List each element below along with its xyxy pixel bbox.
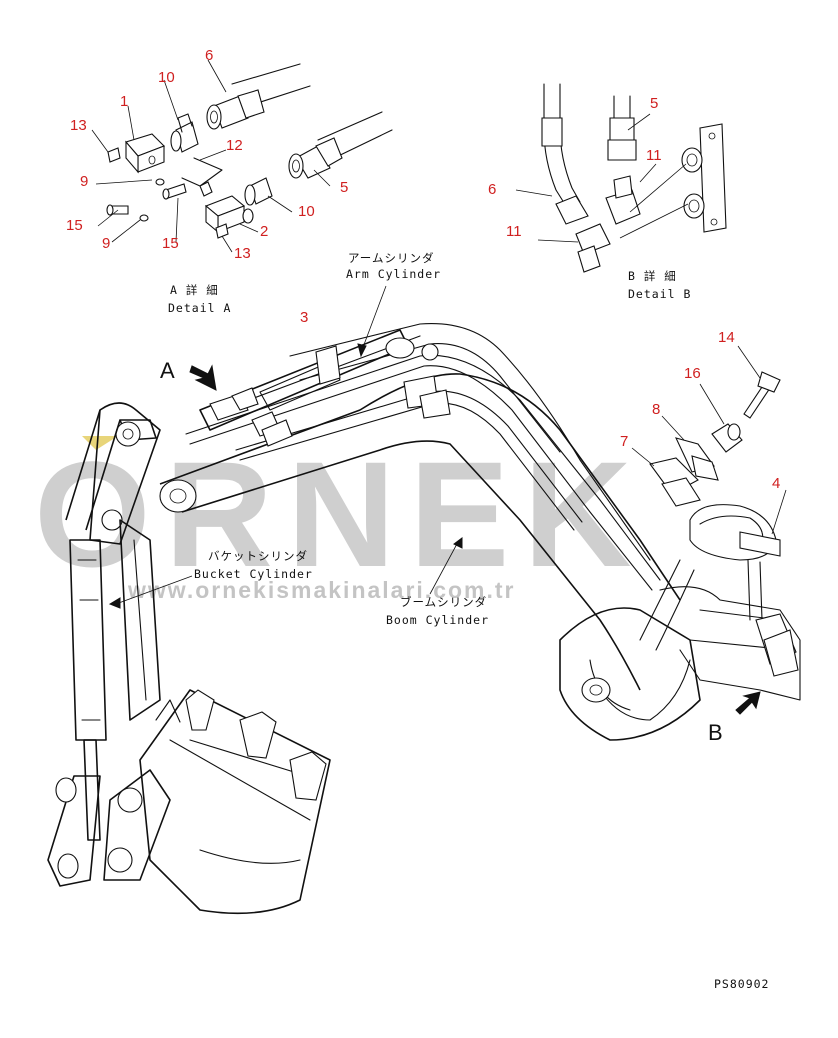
watermark-brand: ORNEK: [34, 430, 646, 598]
detail-a-plug-13-top: [107, 147, 121, 163]
callout-a-5: 5: [340, 179, 348, 196]
arm-cylinder-label-jp: アームシリンダ: [348, 251, 434, 265]
detail-a-label-jp: A 詳 細: [170, 283, 219, 297]
boom-cylinder-leader: [429, 541, 459, 595]
boom-cylinder-label-en: Boom Cylinder: [386, 613, 489, 627]
detail-b-parts: [515, 83, 727, 273]
view-marker-b-label: B: [708, 720, 723, 745]
callouts: 1 6 10 13 12 9 5 10 15 9 15 2 13 6 5 11 …: [66, 47, 780, 492]
detail-a-hose-6-fitting: [206, 104, 222, 130]
detail-a-washer-9-top: [155, 178, 165, 186]
arm-link: [89, 402, 161, 545]
excavator-arm-assembly: [47, 322, 801, 915]
callout-main-8: 8: [652, 401, 660, 418]
detail-b-label-en: Detail B: [628, 287, 691, 301]
detail-a-fitting-12: [199, 181, 213, 197]
callout-main-14: 14: [718, 329, 735, 346]
callout-a-13-bottom: 13: [234, 245, 251, 262]
callout-b-6: 6: [488, 181, 496, 198]
callout-b-5: 5: [650, 95, 658, 112]
drawing-code: PS80902: [714, 977, 769, 991]
callout-a-9-top: 9: [80, 173, 88, 190]
detail-a-label: A 詳 細 Detail A: [168, 283, 231, 315]
view-marker-a: A: [160, 358, 217, 391]
callout-a-1: 1: [120, 93, 128, 110]
watermark-url: www.ornekismakinalari.com.tr: [127, 577, 516, 603]
detail-b-label: B 詳 細 Detail B: [628, 269, 691, 301]
hose-clamp-4: [739, 531, 781, 557]
bucket-cylinder-leader: [115, 575, 193, 605]
boom-cylinder-label: ブームシリンダ Boom Cylinder: [386, 537, 489, 627]
callout-main-3: 3: [300, 309, 308, 326]
callout-main-4: 4: [772, 475, 780, 492]
callout-a-15-left: 15: [66, 217, 83, 234]
callout-a-2: 2: [260, 223, 268, 240]
bucket-cylinder: [69, 539, 107, 741]
detail-b-elbow-11-left: [575, 223, 611, 255]
boom-cylinder-label-jp: ブームシリンダ: [400, 595, 487, 609]
bucket: [139, 689, 331, 915]
view-marker-b: B: [708, 691, 761, 745]
view-arrow-a-icon: [189, 364, 217, 391]
detail-a-parts: [91, 59, 393, 253]
detail-b-valve-bracket: [699, 123, 727, 233]
callout-main-16: 16: [684, 365, 701, 382]
bucket-cylinder-label: バケットシリンダ Bucket Cylinder: [108, 549, 313, 609]
callout-a-10-bottom: 10: [298, 203, 315, 220]
callout-a-6: 6: [205, 47, 213, 64]
arm-cylinder-leader: [361, 285, 387, 351]
detail-a-washer-9-bottom: [139, 214, 149, 222]
detail-a-hose-5-fitting: [288, 153, 304, 179]
hose-clamp-3: [315, 345, 341, 385]
callout-main-7: 7: [620, 433, 628, 450]
detail-a-label-en: Detail A: [168, 301, 231, 315]
view-arrow-b-icon: [735, 691, 761, 715]
detail-b-hose-5: [613, 95, 631, 119]
callout-b-11-top: 11: [646, 147, 662, 164]
arm-cylinder-label-en: Arm Cylinder: [346, 267, 441, 281]
callout-a-13-top: 13: [70, 117, 87, 134]
view-marker-a-label: A: [160, 358, 175, 383]
bucket-cylinder-label-en: Bucket Cylinder: [194, 567, 313, 581]
callout-a-12: 12: [226, 137, 243, 154]
arm-cylinder-label: アームシリンダ Arm Cylinder: [346, 251, 441, 358]
boom-foot: [559, 607, 701, 741]
watermark: ORNEK www.ornekismakinalari.com.tr: [34, 430, 646, 603]
bucket-cylinder-label-jp: バケットシリンダ: [208, 549, 308, 563]
callout-b-11-left: 11: [506, 223, 522, 240]
callout-a-15-bottom: 15: [162, 235, 179, 252]
callout-a-10-top: 10: [158, 69, 175, 86]
detail-b-label-jp: B 詳 細: [628, 269, 677, 283]
spacer-16: [711, 423, 743, 453]
loose-parts: [631, 345, 787, 535]
detail-a-plug-13-bottom: [215, 223, 229, 239]
callout-a-9-bottom: 9: [102, 235, 110, 252]
